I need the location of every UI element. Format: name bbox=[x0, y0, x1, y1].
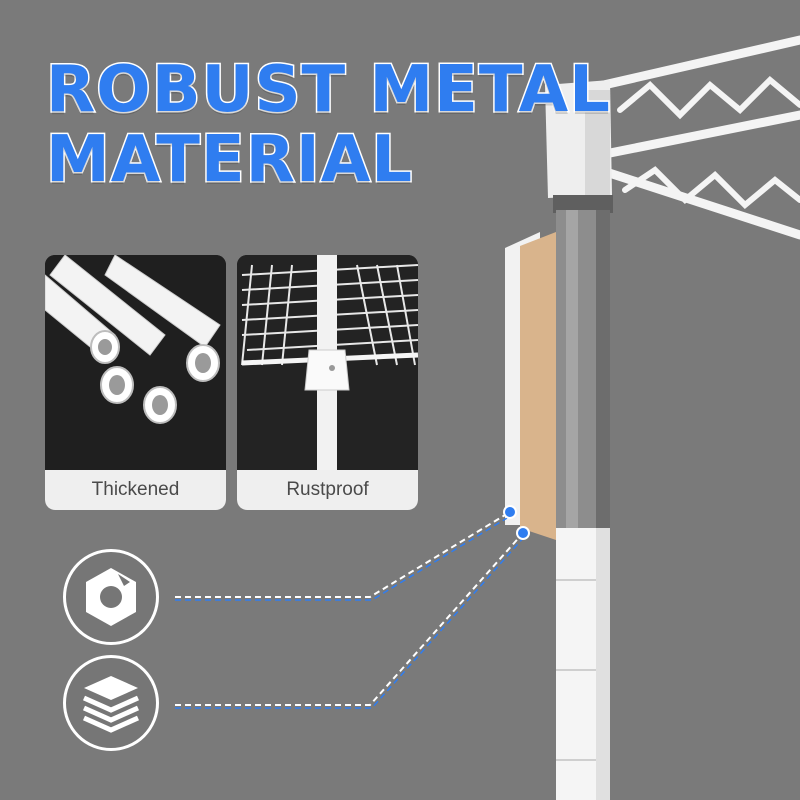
layers-icon bbox=[63, 655, 159, 751]
hex-nut-icon bbox=[63, 549, 159, 645]
callout-dot-top bbox=[503, 505, 517, 519]
callout-lines bbox=[175, 511, 524, 706]
pipe-ends-photo bbox=[45, 255, 226, 470]
pole-ring bbox=[553, 195, 613, 213]
card-label-rustproof: Rustproof bbox=[237, 470, 418, 510]
headline-line-1: ROBUST METAL bbox=[45, 53, 612, 127]
shelf-wire-frame bbox=[555, 35, 800, 240]
callout-dot-bottom bbox=[516, 526, 530, 540]
wire-shelf-photo bbox=[237, 255, 418, 470]
card-thickened: Thickened bbox=[45, 255, 226, 510]
card-label-thickened: Thickened bbox=[45, 470, 226, 510]
headline-line-2: MATERIAL bbox=[44, 123, 414, 197]
card-rustproof: Rustproof bbox=[237, 255, 418, 510]
coating-layer-wood bbox=[520, 232, 556, 540]
